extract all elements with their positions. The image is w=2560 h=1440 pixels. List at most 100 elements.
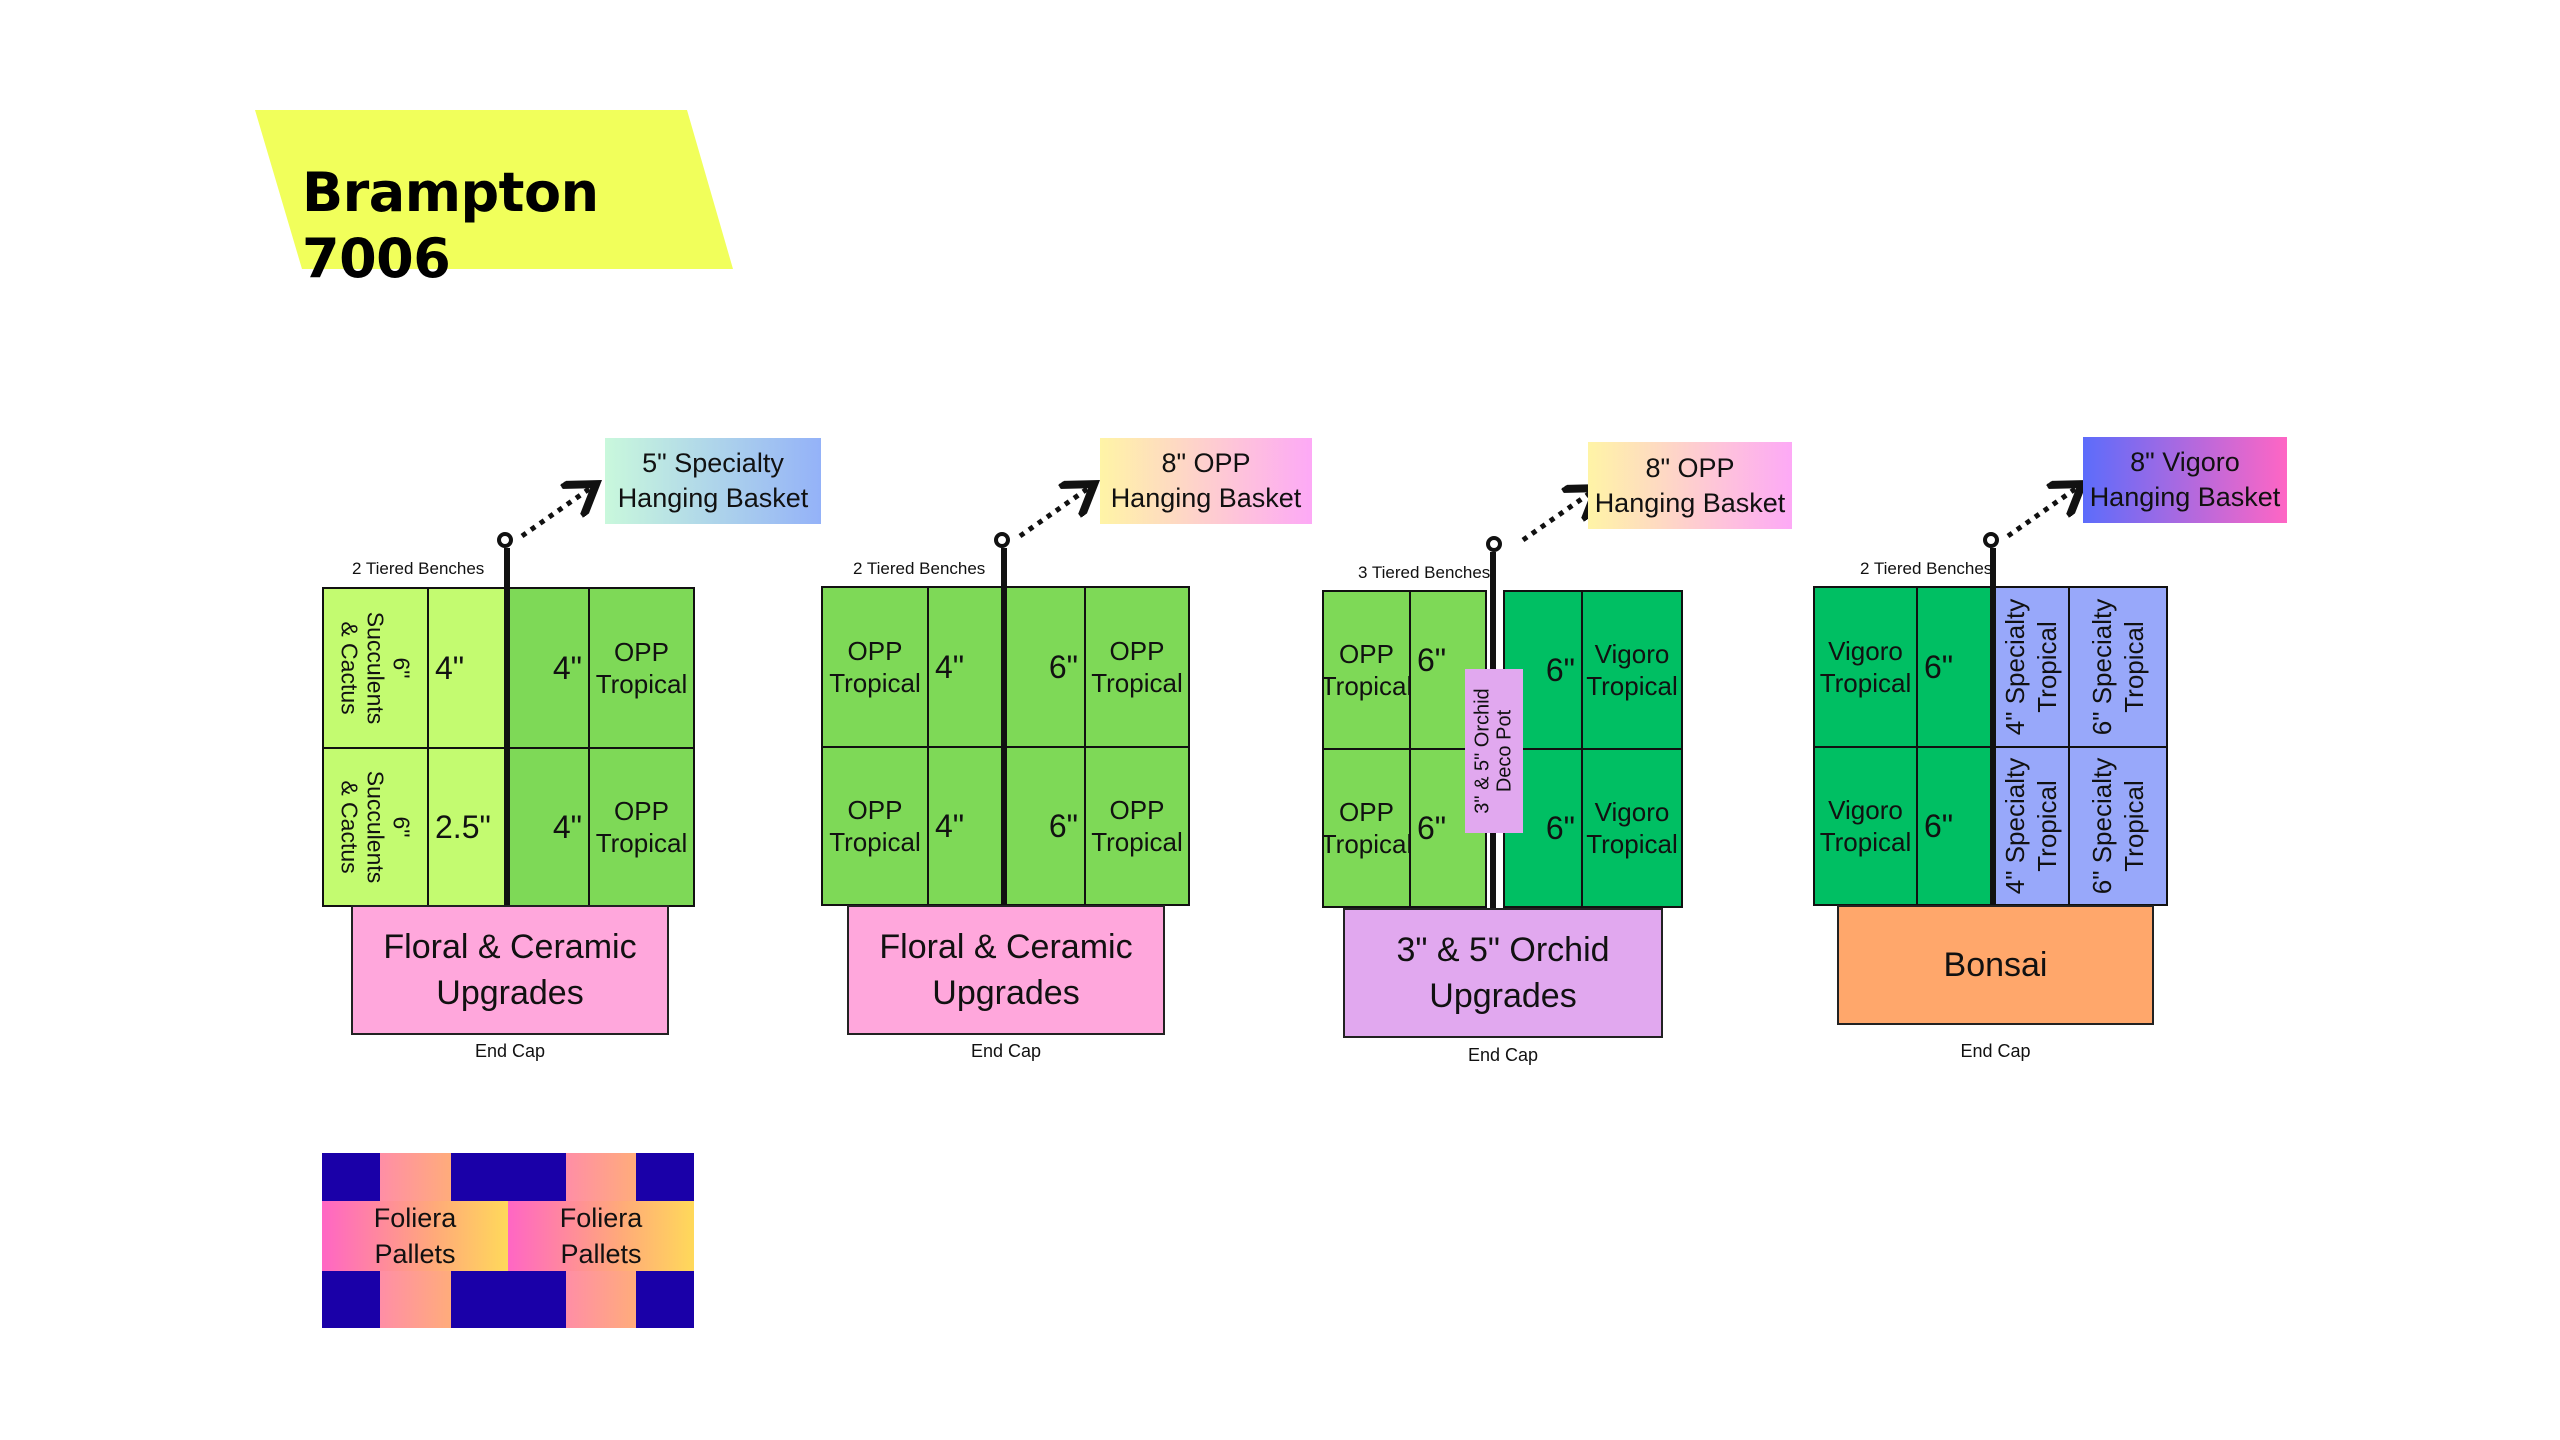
cell-size-text: 6" — [1048, 649, 1078, 685]
bench-cell-product: 4" Specialty Tropical — [1992, 586, 2070, 748]
orchid-deco-line1: 3" & 5" Orchid — [1472, 688, 1494, 814]
dotted-arrow-icon — [1521, 491, 1593, 543]
pallet-line1: Foliera — [373, 1203, 457, 1233]
cell-product-line2: Tropical — [1819, 668, 1912, 698]
cell-size-text: 6" — [1924, 649, 1954, 685]
bench-divider-spine — [504, 587, 510, 907]
end-cap-line2: Upgrades — [436, 974, 584, 1012]
cell-size-text: 4" — [435, 650, 465, 686]
hanging-basket-line2: Hanging Basket — [1110, 483, 1302, 513]
cell-product-line1: 6" Specialty — [2087, 598, 2118, 736]
bench-cell-product: 6" Succulents & Cactus — [322, 747, 429, 907]
cell-product-line2: Tropical — [2032, 621, 2063, 713]
cell-size-text: 4" — [935, 808, 965, 844]
cell-product-line2: Tropical — [595, 669, 688, 699]
cell-product-line2: Tropical — [1091, 827, 1183, 857]
circle-pin-icon — [497, 532, 513, 548]
end-cap-label: End Cap — [1960, 1041, 2031, 1061]
end-cap-display: Floral & Ceramic Upgrades — [351, 905, 669, 1035]
cell-product-line1: Vigoro — [1594, 639, 1670, 669]
bench-cell-product: OPP Tropical — [1322, 748, 1411, 908]
hanging-basket-line2: Hanging Basket — [1594, 487, 1786, 518]
title-banner — [255, 110, 733, 269]
bench-cell-size: 4" — [927, 586, 1006, 748]
end-cap-line1: Bonsai — [1943, 946, 2048, 984]
pallet-line1: Foliera — [559, 1203, 643, 1233]
cell-product-line1: 6" Specialty — [2087, 757, 2118, 895]
end-cap-line2: Upgrades — [1429, 977, 1577, 1015]
bench-cell-size: 6" — [1916, 746, 1994, 906]
tier-label: 3 Tiered Benches — [1358, 563, 1491, 582]
hanging-basket-label: 8" Vigoro Hanging Basket — [2083, 437, 2287, 523]
cell-size-text: 4" — [552, 650, 582, 686]
orchid-deco-line2: Deco Pot — [1494, 709, 1516, 793]
cell-product-line1: 4" Specialty — [2000, 757, 2031, 895]
end-cap-line1: 3" & 5" Orchid — [1396, 931, 1610, 969]
bench-cell-product: OPP Tropical — [821, 746, 929, 906]
bench-cell-size: 4" — [427, 587, 507, 749]
cell-product-line1: OPP — [1339, 797, 1394, 827]
cell-product-line1: 4" Specialty — [2000, 598, 2031, 736]
cell-product-line1: OPP — [847, 636, 903, 666]
bench-cell-size: 4" — [927, 746, 1006, 906]
cell-size-text: 6" — [1545, 810, 1575, 846]
bench-cell-size: 6" — [1004, 746, 1086, 906]
bench-cell-product: 6" Specialty Tropical — [2068, 586, 2168, 748]
bench-cell-product: 4" Specialty Tropical — [1992, 746, 2070, 906]
cell-product-line1: OPP — [1109, 795, 1165, 825]
end-cap-display: Floral & Ceramic Upgrades — [847, 905, 1165, 1035]
bench-cell-product: OPP Tropical — [588, 587, 695, 749]
bench-cell-product: Vigoro Tropical — [1581, 748, 1683, 908]
orchid-deco-pot-display: 3" & 5" Orchid Deco Pot — [1465, 669, 1523, 833]
bench-cell-size: 4" — [508, 587, 590, 749]
cell-product-line2: Tropical — [1091, 668, 1183, 698]
bench-cell-product: OPP Tropical — [588, 747, 695, 907]
cell-product-line2: Tropical — [1586, 671, 1678, 701]
dotted-arrow-icon — [1018, 487, 1090, 539]
pallet-line2: Pallets — [374, 1239, 456, 1269]
circle-pin-icon — [1486, 536, 1502, 552]
cell-product-line2: Tropical — [2119, 621, 2150, 713]
cell-size-text: 4" — [935, 649, 965, 685]
cell-product-line1: OPP — [1339, 639, 1394, 669]
cell-product-line2: Tropical — [1322, 671, 1411, 701]
cell-product-line1: OPP — [614, 796, 669, 826]
bench-cell-product: Vigoro Tropical — [1813, 586, 1918, 748]
hanging-basket-line1: 8" OPP — [1645, 452, 1735, 483]
cell-product-line2: Tropical — [829, 668, 921, 698]
cell-product-line1: Vigoro — [1828, 636, 1903, 666]
hanging-basket-line2: Hanging Basket — [617, 483, 809, 513]
bench-cell-product: Vigoro Tropical — [1813, 746, 1918, 906]
cell-product-text: 6" Succulents & Cactus — [336, 770, 415, 884]
bench-divider-spine — [1001, 586, 1007, 906]
hanging-basket-line1: 8" Vigoro — [2130, 447, 2240, 477]
cell-product-text: 6" Succulents & Cactus — [336, 611, 415, 725]
bench-cell-product: OPP Tropical — [821, 586, 929, 748]
pallet-line2: Pallets — [560, 1239, 642, 1269]
circle-pin-icon — [1983, 532, 1999, 548]
cell-size-text: 6" — [1545, 652, 1575, 688]
bench-cell-product: 6" Specialty Tropical — [2068, 746, 2168, 906]
hanging-basket-label: 8" OPP Hanging Basket — [1100, 438, 1312, 524]
bench-cell-product: Vigoro Tropical — [1581, 590, 1683, 750]
page-title: Brampton 7006 — [302, 161, 599, 290]
dotted-arrow-icon — [520, 487, 592, 539]
tier-label: 2 Tiered Benches — [1860, 559, 1993, 578]
end-cap-label: End Cap — [970, 1041, 1042, 1061]
cell-product-line1: OPP — [1109, 636, 1165, 666]
hanging-basket-line1: 8" OPP — [1161, 448, 1251, 478]
bench-cell-product: 6" Succulents & Cactus — [322, 587, 429, 749]
circle-pin-icon — [994, 532, 1010, 548]
tier-label: 2 Tiered Benches — [853, 559, 986, 578]
end-cap-display: 3" & 5" Orchid Upgrades — [1343, 908, 1663, 1038]
cell-product-line1: OPP — [847, 795, 903, 825]
hanging-basket-line1: 5" Specialty — [642, 448, 784, 478]
cell-size-text: 6" — [1417, 810, 1447, 846]
bench-cell-size: 6" — [1916, 586, 1994, 748]
cell-product-line2: Tropical — [595, 828, 688, 858]
end-cap-line2: Upgrades — [932, 974, 1080, 1012]
bench-cell-product: OPP Tropical — [1084, 586, 1190, 748]
bench-cell-size: 2.5" — [427, 747, 507, 907]
cell-product-line2: Tropical — [1819, 827, 1912, 857]
